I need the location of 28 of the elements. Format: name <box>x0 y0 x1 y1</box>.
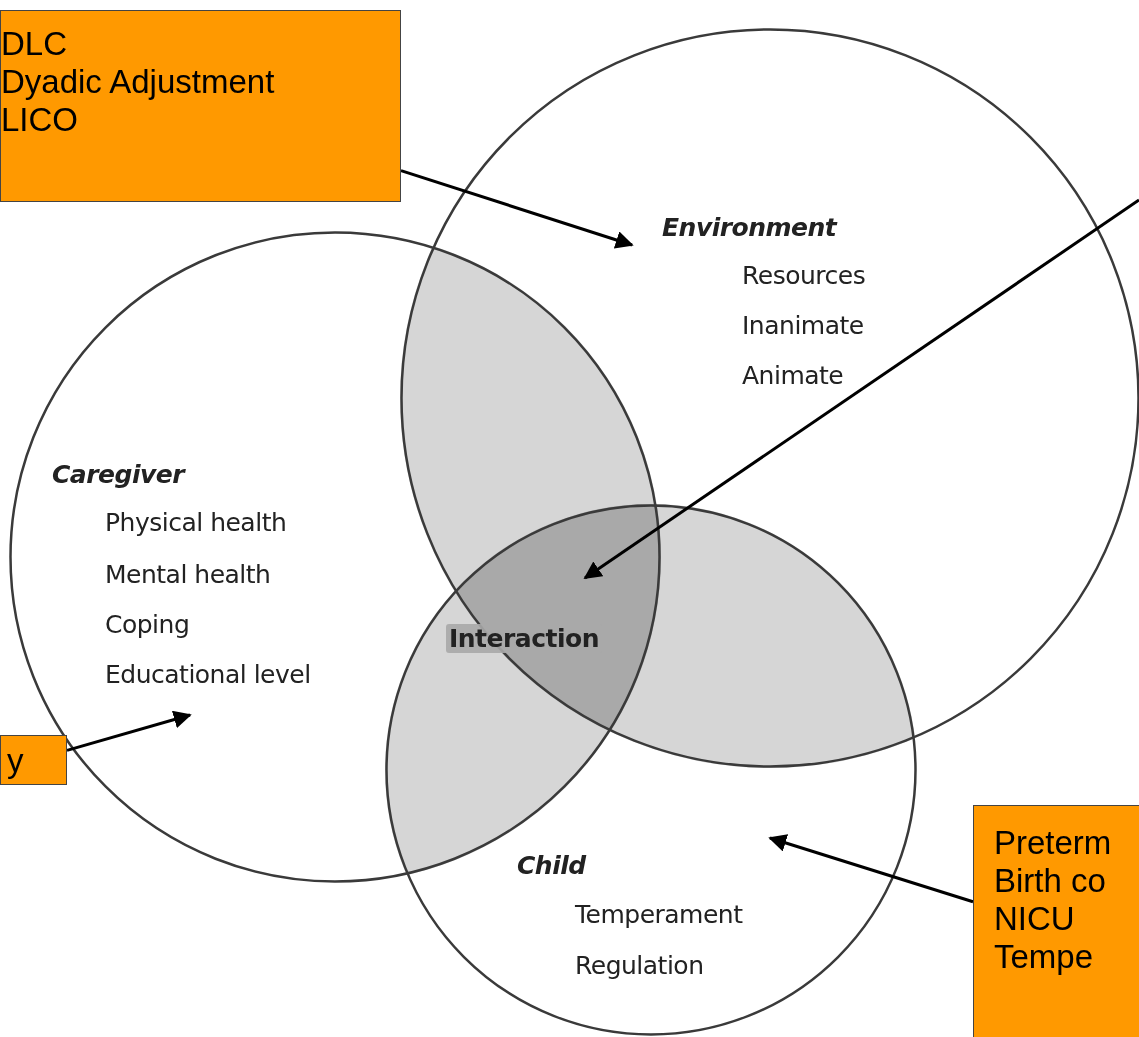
callout-box <box>0 735 67 785</box>
circle-item: Regulation <box>575 953 704 978</box>
circle-item: Coping <box>105 612 190 637</box>
circle-item: Temperament <box>575 902 743 927</box>
circle-item: Educational level <box>105 662 311 687</box>
circle-heading: Environment <box>662 215 837 240</box>
callout-text: Preterm <box>994 824 1113 862</box>
callout-text: Tempe <box>994 938 1095 976</box>
circle-item: Animate <box>742 363 844 388</box>
leader-arrow <box>66 710 192 752</box>
arrow <box>583 198 1139 580</box>
callout-text: LICO <box>1 101 80 139</box>
callout-text: DLC <box>1 25 69 63</box>
circle-item: Inanimate <box>742 313 864 338</box>
callout-box <box>0 10 401 202</box>
callout-text: Dyadic Adjustment <box>1 63 276 101</box>
callout-text: NICU <box>994 900 1076 938</box>
leader-arrow <box>768 834 974 904</box>
circle-item: Resources <box>742 263 866 288</box>
leader-arrow <box>400 169 634 249</box>
circle-item: Mental health <box>105 562 271 587</box>
circle-heading: Child <box>517 853 586 878</box>
callout-text: Birth co <box>994 862 1107 900</box>
callout-text: y <box>7 742 25 780</box>
circle-item: Physical health <box>105 510 287 535</box>
region-label: Interaction <box>449 624 600 653</box>
callout-box <box>973 805 1139 1037</box>
circle-heading: Caregiver <box>52 462 185 487</box>
